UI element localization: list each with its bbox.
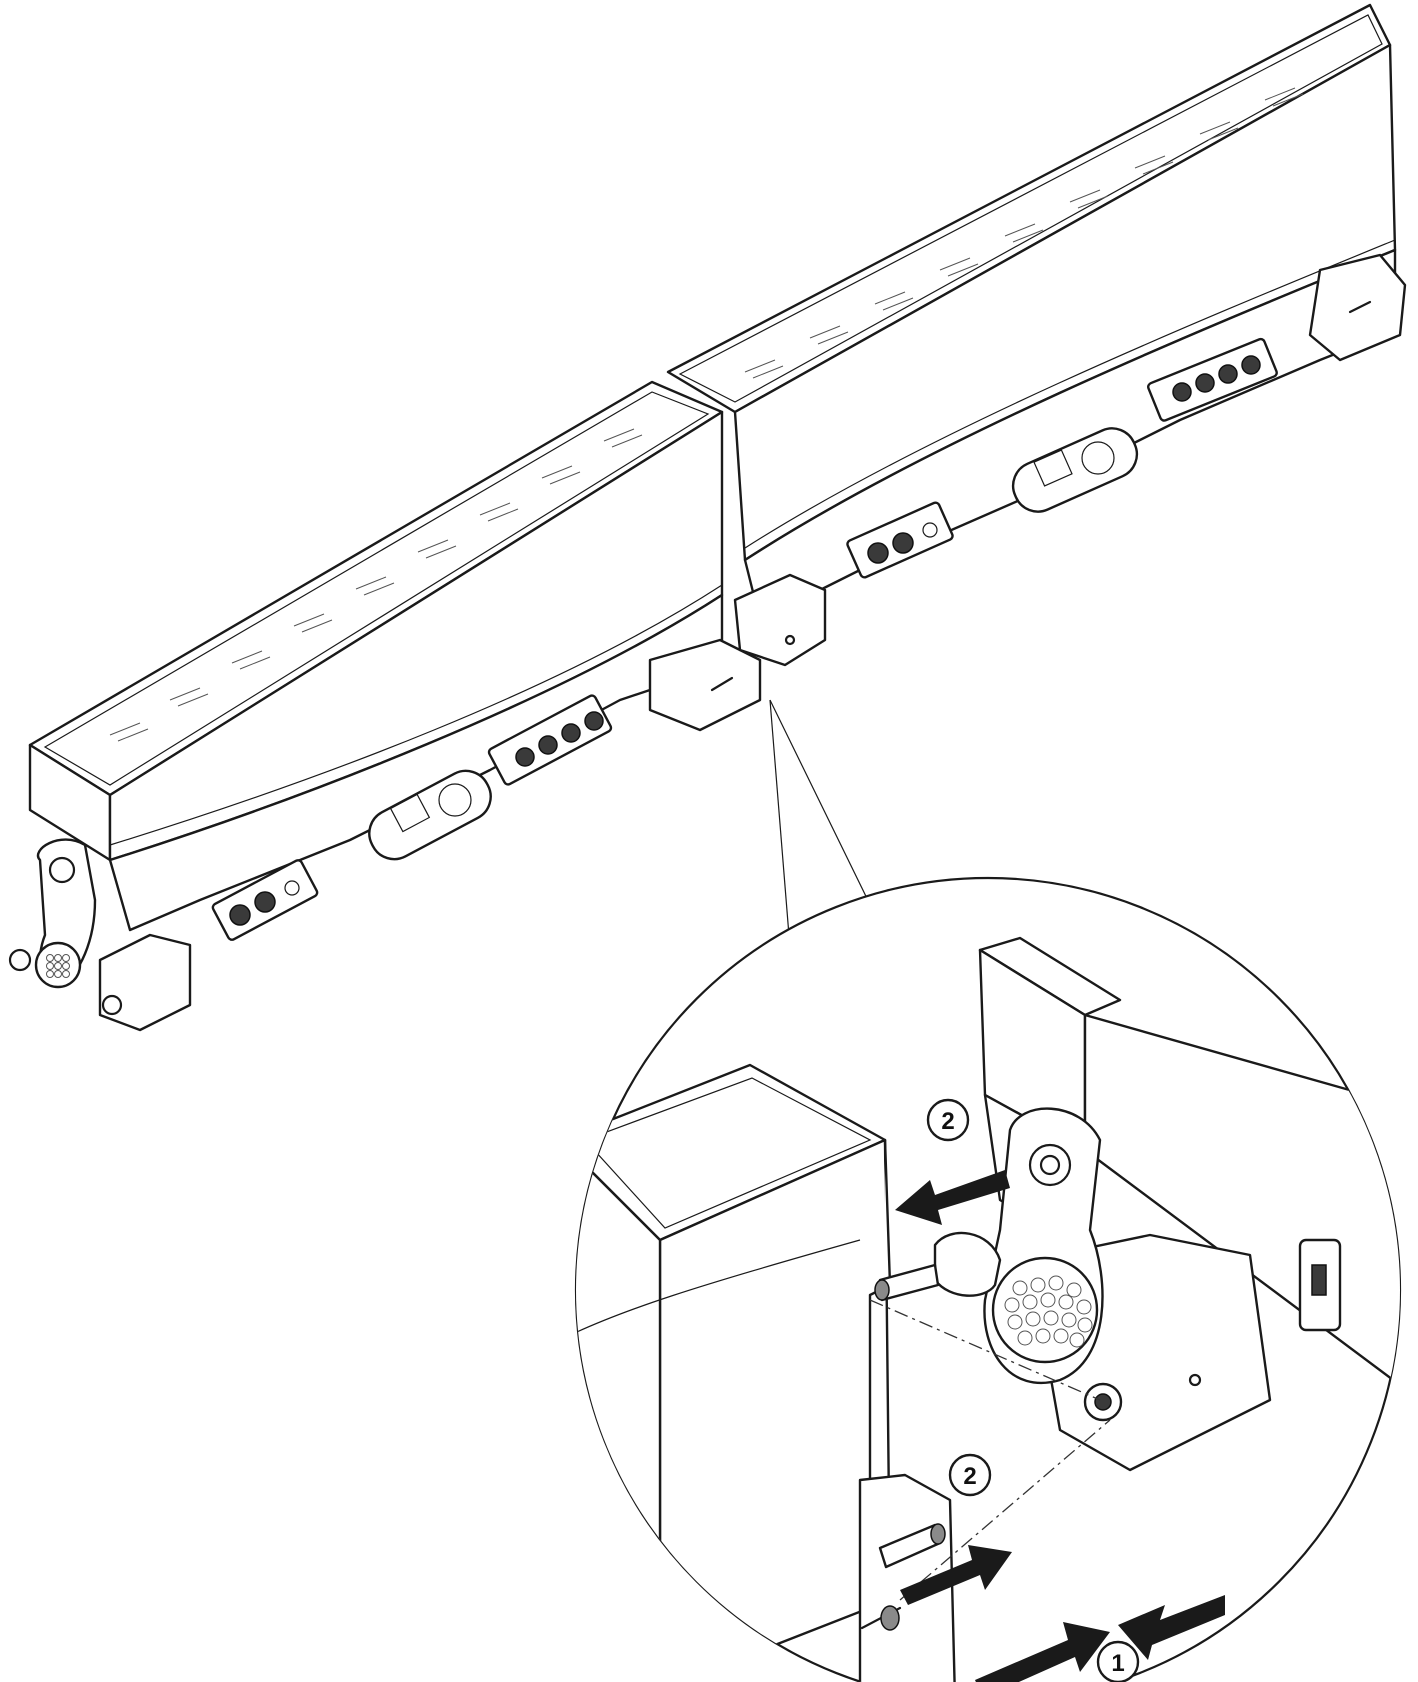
svg-text:2: 2	[941, 1108, 954, 1135]
fixture-left-display-panel	[368, 769, 492, 861]
fixture-left-lens-marks	[109, 428, 643, 742]
alignment-line-upper	[869, 1299, 1101, 1401]
arrow-pull-pin-upper	[895, 1170, 1010, 1225]
callout-1: 1	[1096, 1640, 1140, 1682]
fixture-right	[666, 3, 1407, 667]
callout-2-lower: 2	[948, 1453, 992, 1497]
fixture-left-hinge	[8, 838, 192, 1032]
leader-line-right	[769, 699, 881, 926]
svg-text:1: 1	[1111, 1650, 1124, 1677]
callout-2-upper: 2	[926, 1098, 970, 1142]
arrow-push-right-fixture	[1118, 1595, 1225, 1660]
detail-view	[575, 877, 1401, 1682]
arrow-insert-pin-lower	[900, 1545, 1012, 1605]
detail-hinge-grid	[991, 1256, 1099, 1364]
detail-right-fixture	[874, 936, 1400, 1472]
leader-line-left	[769, 699, 791, 949]
fixture-right-display-panel	[1011, 427, 1139, 513]
fixture-right-left-endblock	[733, 573, 827, 667]
alignment-line-lower	[899, 1419, 1111, 1601]
arrow-push-left-fixture	[975, 1622, 1110, 1682]
fixture-left	[8, 380, 762, 1032]
svg-text:2: 2	[963, 1463, 976, 1490]
fixture-right-lens-marks	[744, 87, 1304, 379]
fixture-left-right-endblock	[648, 638, 762, 732]
detail-lower-pin	[878, 1523, 946, 1569]
